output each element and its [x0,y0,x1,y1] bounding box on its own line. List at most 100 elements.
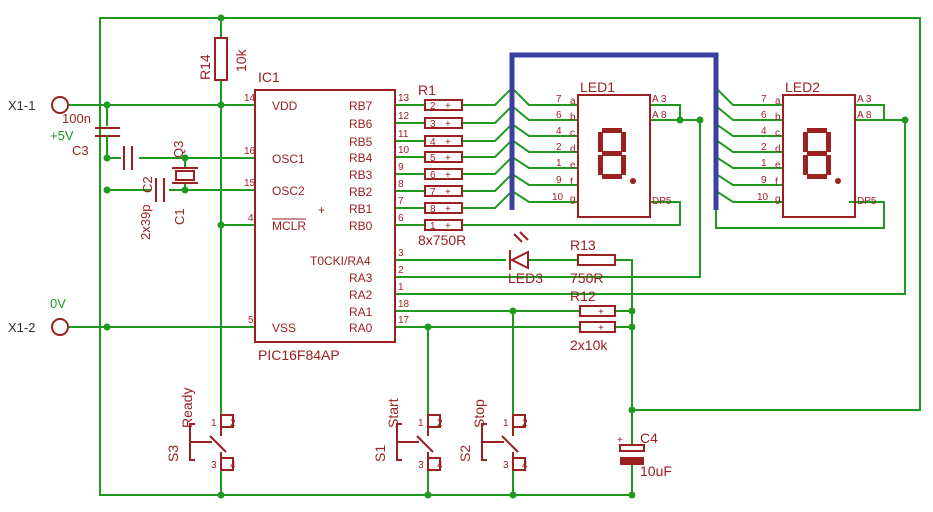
svg-text:8x750R: 8x750R [418,232,466,248]
svg-text:15: 15 [244,178,256,189]
led1-seg-wires [510,86,579,203]
svg-text:VDD: VDD [272,99,298,113]
svg-text:d: d [775,144,781,155]
svg-text:a: a [775,96,781,107]
svg-text:7: 7 [430,187,436,198]
svg-text:RA2: RA2 [349,288,373,302]
svg-text:b: b [570,112,576,123]
svg-text:750R: 750R [570,270,603,286]
resistor-network-r1: R1 8x750R 2 3 4 5 6 7 8 1 ++ ++ ++ ++ [418,82,466,248]
resistor-r11: + 2x10k [570,321,616,353]
svg-text:9: 9 [556,175,562,186]
svg-text:f: f [775,177,778,188]
svg-text:7: 7 [398,196,404,207]
resistor-r12: R12 + [570,288,616,318]
svg-text:+: + [445,153,451,164]
led2-seg-wires [714,86,885,229]
svg-text:b: b [775,112,781,123]
svg-text:3: 3 [503,460,509,471]
r1-out-wires [461,86,681,226]
svg-text:C3: C3 [72,143,89,158]
svg-text:18: 18 [398,299,410,310]
svg-text:7: 7 [556,94,562,105]
svg-text:g: g [775,194,781,205]
svg-text:4: 4 [437,460,443,471]
svg-text:DP5: DP5 [857,196,877,207]
connector-x1-1: X1-1 [8,96,69,114]
svg-text:12: 12 [398,111,410,122]
svg-text:+: + [445,101,451,112]
svg-text:4: 4 [248,213,254,224]
ic1: IC1 PIC16F84AP + VDD OSC1 OSC2 MCLR VSS … [244,69,410,363]
svg-text:10: 10 [552,192,564,203]
svg-text:A 8: A 8 [652,110,667,121]
svg-text:C4: C4 [640,430,658,446]
svg-text:10k: 10k [233,48,249,72]
svg-text:2: 2 [522,418,528,429]
svg-text:2: 2 [761,142,767,153]
svg-text:R13: R13 [570,237,596,253]
svg-text:RB2: RB2 [349,185,373,199]
resistor-r14: R14 10k [197,37,249,81]
svg-text:+: + [445,187,451,198]
x1-2-label: X1-2 [8,320,35,335]
svg-text:Ready: Ready [179,388,195,428]
svg-text:1: 1 [430,221,436,232]
svg-text:e: e [570,160,576,171]
capacitor-c1: C1 2x39p [138,178,187,240]
svg-text:Start: Start [385,398,401,428]
svg-text:16: 16 [244,146,256,157]
capacitor-c4: + C4 10uF [617,430,672,479]
resistor-r13: R13 750R [570,237,616,286]
svg-text:2: 2 [230,418,236,429]
svg-text:VSS: VSS [272,321,296,335]
svg-text:10: 10 [757,192,769,203]
svg-text:S1: S1 [372,445,388,462]
svg-text:LED2: LED2 [785,79,820,95]
svg-text:S2: S2 [457,445,473,462]
svg-text:2: 2 [437,418,443,429]
svg-text:6: 6 [398,213,404,224]
svg-text:a: a [570,96,576,107]
svg-text:RB1: RB1 [349,202,373,216]
svg-text:d: d [570,144,576,155]
svg-text:RB0: RB0 [349,219,373,233]
svg-text:A 3: A 3 [857,94,872,105]
svg-text:4: 4 [761,126,767,137]
svg-text:g: g [570,194,576,205]
plus5v-label: +5V [50,128,74,143]
capacitor-c2: C2 [123,146,155,193]
svg-text:Q3: Q3 [171,141,186,158]
svg-text:C2: C2 [140,176,155,193]
svg-text:9: 9 [761,175,767,186]
svg-text:3: 3 [430,119,436,130]
svg-text:3: 3 [418,460,424,471]
led1-digit [598,128,636,184]
svg-text:2: 2 [556,142,562,153]
svg-text:1: 1 [503,418,509,429]
svg-text:Stop: Stop [471,399,487,428]
svg-text:OSC1: OSC1 [272,152,305,166]
svg-text:+: + [598,323,604,334]
svg-text:+: + [445,137,451,148]
r1-bodies [424,99,463,231]
x1-1-label: X1-1 [8,98,35,113]
svg-text:2x10k: 2x10k [570,337,608,353]
rb-wires [394,104,426,226]
svg-text:S3: S3 [165,445,181,462]
svg-text:R1: R1 [418,82,436,98]
capacitor-c3: 100n C3 [62,111,120,159]
svg-text:DP5: DP5 [652,196,672,207]
ic1-ref: IC1 [258,69,280,85]
switch-s1: 1 2 3 4 S1 Start [372,398,443,471]
svg-text:RB3: RB3 [349,168,373,182]
led-led3: LED3 [508,231,543,286]
svg-text:1: 1 [398,282,404,293]
led2-digit [803,128,841,184]
svg-text:10: 10 [398,145,410,156]
svg-text:T0CKI/RA4: T0CKI/RA4 [310,254,371,268]
svg-text:1: 1 [418,418,424,429]
